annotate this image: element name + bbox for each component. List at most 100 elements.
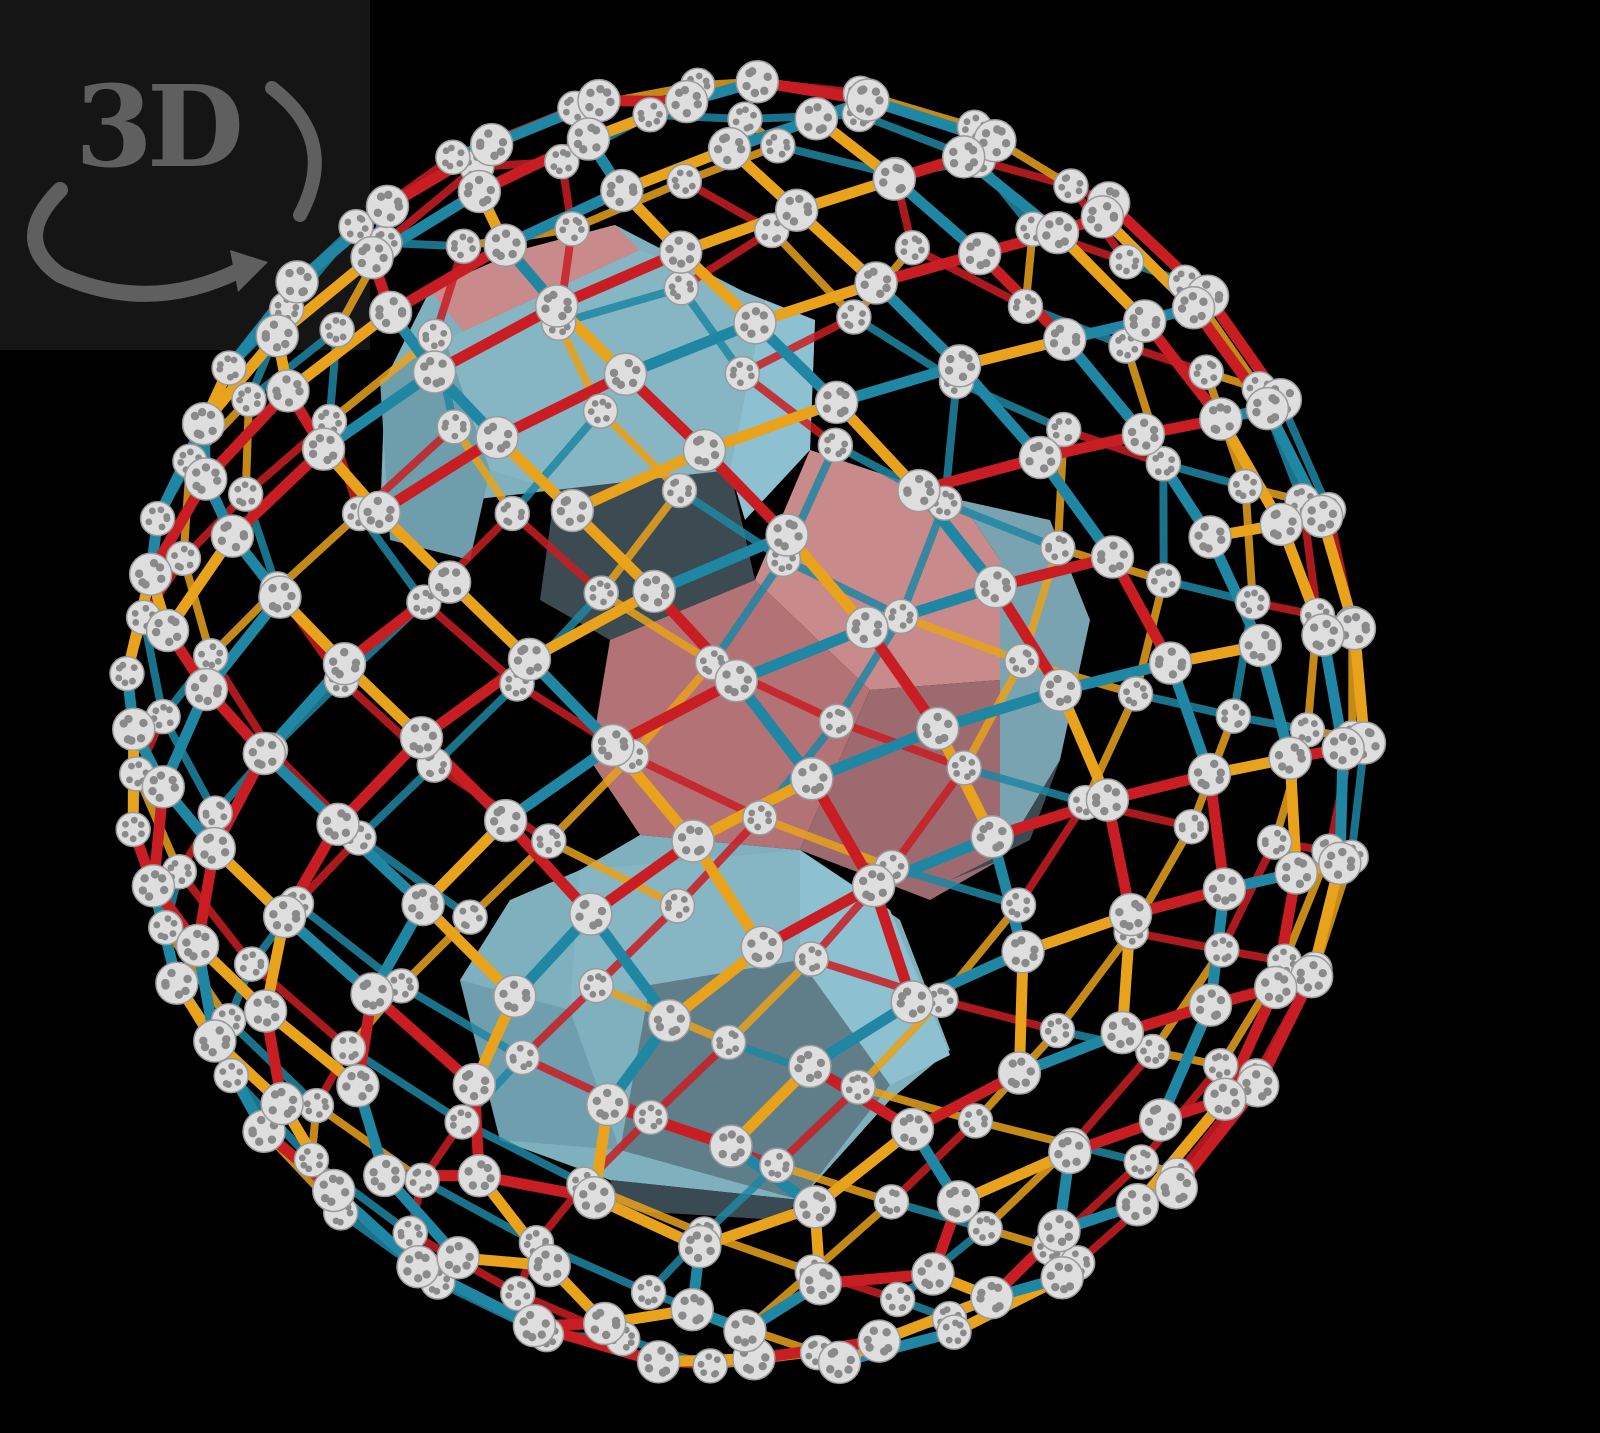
strut	[775, 1161, 893, 1206]
strut	[630, 752, 762, 822]
node-ball	[572, 1175, 617, 1220]
node-ball	[724, 355, 761, 392]
node-ball	[670, 1287, 714, 1332]
node-ball	[260, 1081, 304, 1126]
node-ball	[946, 750, 982, 786]
node-ball	[1046, 411, 1082, 448]
node-ball	[846, 78, 890, 122]
node-ball	[632, 569, 676, 614]
node-ball	[723, 1309, 767, 1353]
node-ball	[569, 892, 613, 936]
node-ball	[735, 59, 780, 104]
strut	[943, 499, 1060, 552]
node-ball	[840, 1069, 876, 1105]
strut	[545, 753, 635, 844]
node-ball	[793, 941, 829, 977]
node-ball	[794, 97, 839, 141]
node-ball	[1256, 824, 1293, 860]
node-ball	[1253, 965, 1298, 1010]
node-ball	[765, 513, 809, 557]
node-ball	[368, 290, 413, 335]
node-ball	[1171, 286, 1216, 330]
node-ball	[936, 1180, 981, 1224]
node-ball	[1080, 195, 1125, 239]
node-ball	[1053, 168, 1089, 204]
node-ball	[357, 490, 401, 535]
node-ball	[141, 765, 186, 809]
strut	[623, 317, 757, 380]
node-ball	[911, 1252, 955, 1296]
node-ball	[493, 974, 537, 1019]
node-ball	[1289, 954, 1334, 999]
node-ball	[647, 998, 692, 1043]
node-ball	[145, 608, 190, 653]
node-ball	[1145, 562, 1182, 599]
node-ball	[1238, 623, 1283, 668]
node-ball	[1188, 983, 1233, 1027]
strut	[421, 599, 520, 687]
node-ball	[336, 1064, 380, 1108]
node-ball	[436, 409, 472, 445]
node-ball	[1203, 1077, 1247, 1121]
node-ball	[793, 1185, 837, 1229]
node-ball	[759, 1147, 795, 1184]
node-ball	[740, 925, 785, 970]
node-ball	[1100, 1010, 1144, 1055]
node-ball	[363, 1153, 407, 1198]
node-ball	[997, 1051, 1042, 1095]
strut	[740, 313, 856, 378]
strut	[1069, 1048, 1156, 1148]
node-ball	[475, 415, 519, 460]
strut	[888, 765, 968, 870]
node-ball	[192, 826, 237, 871]
strut	[554, 247, 683, 312]
node-ball	[890, 980, 934, 1024]
node-ball	[457, 1154, 502, 1198]
node-ball	[1187, 752, 1232, 797]
node-ball	[494, 495, 531, 532]
node-ball	[527, 1243, 571, 1288]
strut	[431, 301, 560, 377]
node-ball	[578, 967, 614, 1004]
node-ball	[857, 1319, 901, 1363]
node-ball	[1123, 1144, 1160, 1180]
node-ball	[817, 427, 854, 463]
node-ball	[814, 380, 859, 425]
node-ball	[1038, 668, 1082, 713]
node-ball	[659, 888, 696, 924]
node-ball	[1043, 317, 1087, 362]
node-ball	[111, 707, 156, 752]
node-ball	[666, 163, 703, 200]
node-ball	[659, 230, 703, 274]
node-ball	[1037, 1208, 1081, 1253]
node-ball	[210, 514, 255, 558]
node-ball	[973, 565, 1018, 609]
node-ball	[1154, 1166, 1199, 1210]
strut	[647, 1039, 732, 1121]
strut	[899, 612, 1024, 665]
node-ball	[883, 598, 919, 635]
node-ball	[692, 1348, 728, 1384]
node-ball	[603, 352, 648, 396]
view-mode-badge[interactable]: 3D	[0, 0, 370, 350]
node-ball	[1202, 867, 1247, 911]
node-ball	[591, 723, 635, 768]
strut	[725, 956, 815, 1046]
node-ball	[1108, 243, 1145, 280]
node-ball	[661, 472, 698, 509]
strut	[526, 586, 657, 665]
node-ball	[1235, 584, 1271, 620]
node-ball	[165, 540, 202, 577]
rotate-3d-icon	[27, 81, 322, 302]
node-ball	[1245, 386, 1290, 431]
node-ball	[213, 1057, 249, 1094]
node-ball	[231, 381, 267, 418]
node-ball	[1135, 1033, 1171, 1070]
strut	[781, 555, 903, 621]
strut	[768, 227, 857, 320]
node-ball	[444, 1104, 480, 1140]
strut	[502, 740, 616, 826]
strut	[176, 869, 255, 967]
node-ball	[854, 261, 898, 305]
